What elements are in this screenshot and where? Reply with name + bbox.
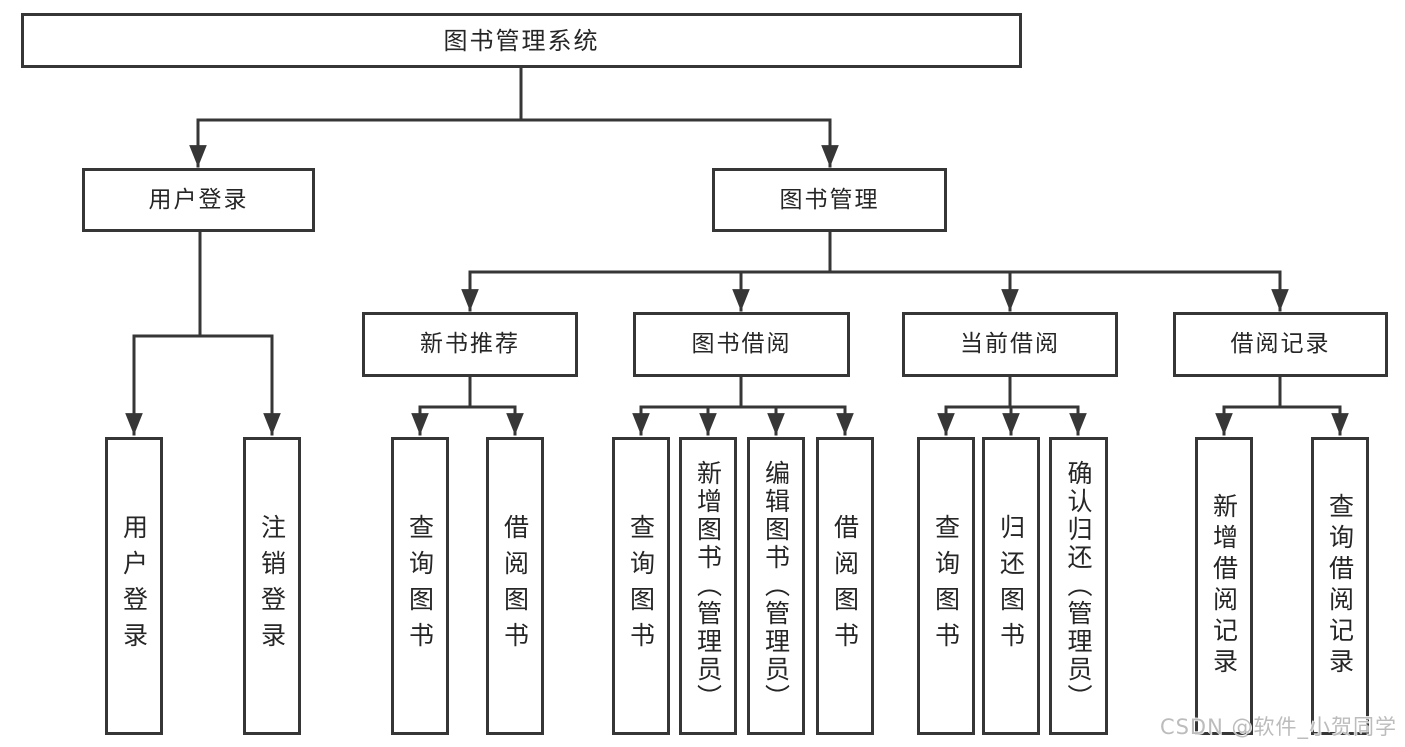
connector-user-login-to-leaves xyxy=(125,230,281,436)
connector-new-book-rec-to-leaves xyxy=(411,375,524,436)
node-user-login: 用户登录 xyxy=(82,168,315,232)
node-borrowing-records: 借阅记录 xyxy=(1173,312,1388,377)
node-leaf-borrow-books: 借阅图书 xyxy=(816,437,874,735)
node-leaf-logout: 注销登录 xyxy=(243,437,301,735)
csdn-watermark: CSDN @软件_小贺同学 xyxy=(1159,715,1397,739)
node-book-management: 图书管理 xyxy=(712,168,947,232)
node-new-book-recommendation: 新书推荐 xyxy=(362,312,578,377)
node-leaf-query-books-rec: 查询图书 xyxy=(391,437,449,735)
node-leaf-confirm-return-admin: 确认归还（管理员） xyxy=(1049,437,1108,735)
connector-book-borrow-to-leaves xyxy=(632,375,854,436)
connector-borrow-records-to-leaves xyxy=(1215,375,1349,436)
node-leaf-borrow-books-rec: 借阅图书 xyxy=(486,437,544,735)
node-leaf-user-login: 用户登录 xyxy=(105,437,163,735)
node-book-borrowing: 图书借阅 xyxy=(633,312,850,377)
node-leaf-edit-books-admin: 编辑图书（管理员） xyxy=(747,437,805,735)
connector-book-mgmt-to-level3 xyxy=(461,230,1289,312)
node-leaf-return-books: 归还图书 xyxy=(982,437,1040,735)
connector-current-borrow-to-leaves xyxy=(937,375,1087,436)
node-leaf-add-books-admin: 新增图书（管理员） xyxy=(679,437,737,735)
node-library-management-system: 图书管理系统 xyxy=(21,13,1022,68)
node-leaf-add-borrow-record: 新增借阅记录 xyxy=(1195,437,1253,735)
connector-root-to-level2 xyxy=(189,66,839,168)
node-current-borrowing: 当前借阅 xyxy=(902,312,1118,377)
node-leaf-query-books-borrow: 查询图书 xyxy=(612,437,670,735)
node-leaf-query-books-current: 查询图书 xyxy=(917,437,975,735)
node-leaf-query-borrow-record: 查询借阅记录 xyxy=(1311,437,1369,735)
